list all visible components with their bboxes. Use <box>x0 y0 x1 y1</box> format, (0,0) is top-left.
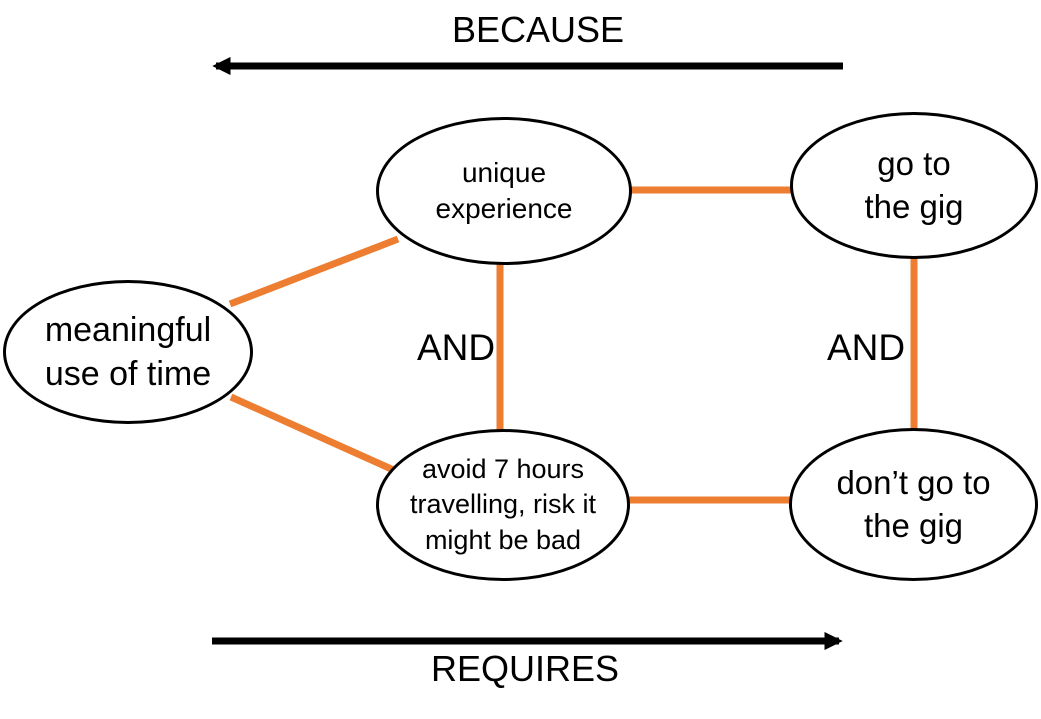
because-label: BECAUSE <box>451 9 625 50</box>
node-label: meaningful use of time <box>44 310 212 393</box>
and-label-right: AND <box>826 327 906 368</box>
node-dont-go-to-the-gig: don’t go to the gig <box>789 428 1038 581</box>
node-label: go to the gig <box>864 144 964 225</box>
node-label: don’t go to the gig <box>836 463 991 544</box>
edge-meaningful-to-unique <box>228 235 400 308</box>
requires-label: REQUIRES <box>430 648 620 689</box>
and-label-left: AND <box>416 327 496 368</box>
node-meaningful-use-of-time: meaningful use of time <box>3 280 253 424</box>
node-go-to-the-gig: go to the gig <box>790 112 1038 259</box>
node-label: unique experience <box>435 156 573 224</box>
edge-meaningful-to-avoid <box>229 393 400 476</box>
node-avoid-7-hours-travelling: avoid 7 hours travelling, risk it might … <box>376 429 630 581</box>
node-unique-experience: unique experience <box>376 117 632 265</box>
node-label: avoid 7 hours travelling, risk it might … <box>409 454 597 555</box>
